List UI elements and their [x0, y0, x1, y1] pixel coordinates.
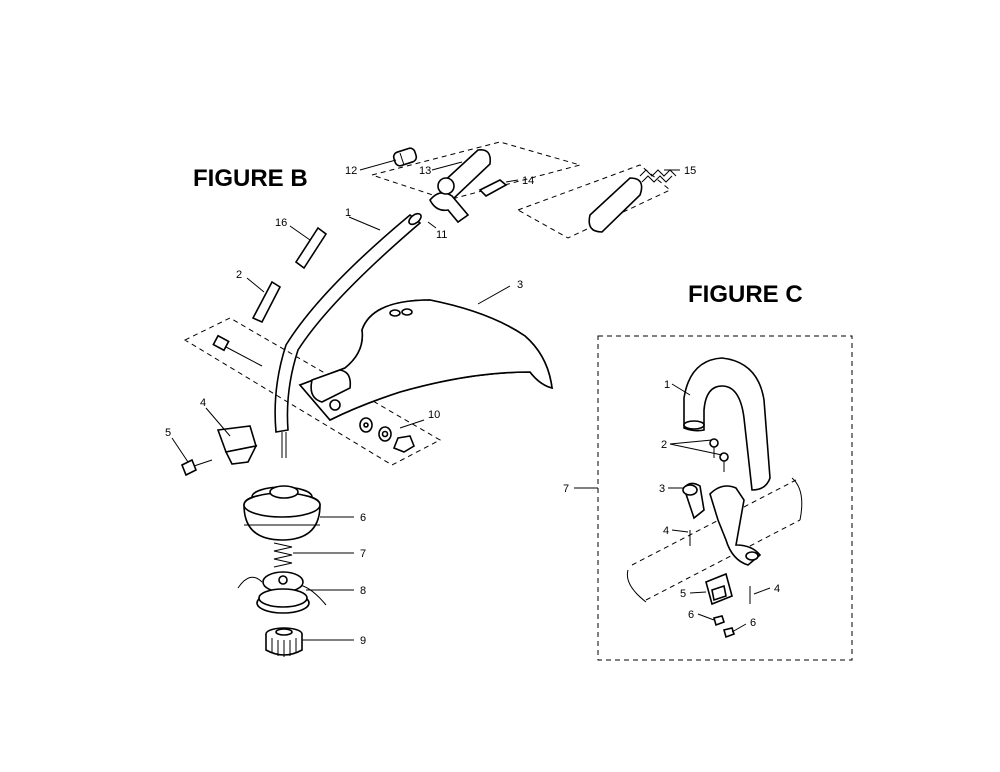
callout-3b: 3: [517, 279, 523, 291]
leader-14: [505, 179, 519, 183]
leader-4b: [205, 407, 231, 437]
leader-4c-left: [671, 529, 689, 533]
figure-c-shaft: [631, 479, 801, 601]
part-2-screws: [709, 438, 729, 472]
leader-4c-right: [753, 587, 771, 595]
part-13-coupler: [429, 148, 492, 224]
callout-5c: 5: [680, 588, 686, 600]
leader-11: [427, 221, 437, 229]
part-1-lower-shaft: [274, 212, 422, 458]
leader-1c: [671, 383, 691, 396]
leader-2c-b: [669, 443, 723, 456]
callout-8b: 8: [360, 585, 366, 597]
leader-6c-right: [731, 623, 747, 633]
part-12-pin: [392, 147, 418, 167]
part-16-sleeve: [294, 226, 328, 270]
upper-shaft-dash-box: [516, 164, 671, 239]
callout-2c: 2: [661, 439, 667, 451]
leader-10: [399, 419, 425, 429]
callout-4c-left: 4: [663, 525, 669, 537]
leader-13: [431, 161, 463, 171]
part-3-guard: [298, 299, 553, 421]
callout-7c: 7: [563, 483, 569, 495]
callout-2b: 2: [236, 269, 242, 281]
callout-3c: 3: [659, 483, 665, 495]
leader-5b: [171, 437, 189, 463]
leader-6c-left: [697, 613, 715, 621]
bracket-dash-box: [183, 317, 442, 466]
coupler-dash-box: [370, 141, 582, 201]
figure-c: FIGURE C: [563, 281, 853, 661]
callout-9b: 9: [360, 635, 366, 647]
part-2-sleeve: [251, 280, 282, 324]
figure-c-frame: [597, 335, 853, 661]
callout-6c-right: 6: [750, 617, 756, 629]
figure-c-title: FIGURE C: [688, 281, 803, 308]
callout-12: 12: [345, 165, 357, 177]
part-9-bump-knob: [265, 627, 303, 657]
guard-bolt: [212, 334, 263, 367]
upper-shaft: [588, 177, 643, 233]
leader-5c: [689, 591, 707, 594]
callout-4b: 4: [200, 397, 206, 409]
figure-b-title: FIGURE B: [193, 165, 308, 192]
callout-10: 10: [428, 409, 440, 421]
callout-6c-left: 6: [688, 609, 694, 621]
part-7-spring: [273, 542, 293, 568]
part-1-handle: [683, 357, 771, 491]
part-5-screw: [180, 458, 213, 477]
part-3-bracket: [682, 482, 762, 566]
part-4-bracket: [216, 425, 258, 465]
leader-2b: [246, 277, 265, 293]
part-6-nut-left: [713, 615, 726, 627]
part-6-housing: [243, 485, 321, 541]
part-8-spool: [237, 571, 327, 614]
callout-5b: 5: [165, 427, 171, 439]
callout-4c-right: 4: [774, 583, 780, 595]
callout-6b: 6: [360, 512, 366, 524]
leader-12: [359, 159, 397, 171]
callout-14: 14: [522, 175, 534, 187]
callout-11: 11: [436, 229, 447, 241]
part-5-clamp: [705, 572, 733, 606]
callout-1c: 1: [664, 379, 670, 391]
callout-15: 15: [684, 165, 696, 177]
callout-1b: 1: [345, 207, 351, 219]
figure-b: FIGURE B: [165, 141, 696, 657]
leader-1b: [348, 216, 381, 231]
leader-3b: [477, 285, 511, 305]
callout-13: 13: [419, 165, 431, 177]
part-14-insert: [478, 179, 508, 197]
part-6-nut-right: [723, 627, 736, 639]
callout-7b: 7: [360, 548, 366, 560]
leader-2c-a: [669, 439, 713, 445]
part-10-hardware: [359, 417, 415, 453]
callout-16: 16: [275, 217, 287, 229]
leader-16: [289, 225, 311, 241]
